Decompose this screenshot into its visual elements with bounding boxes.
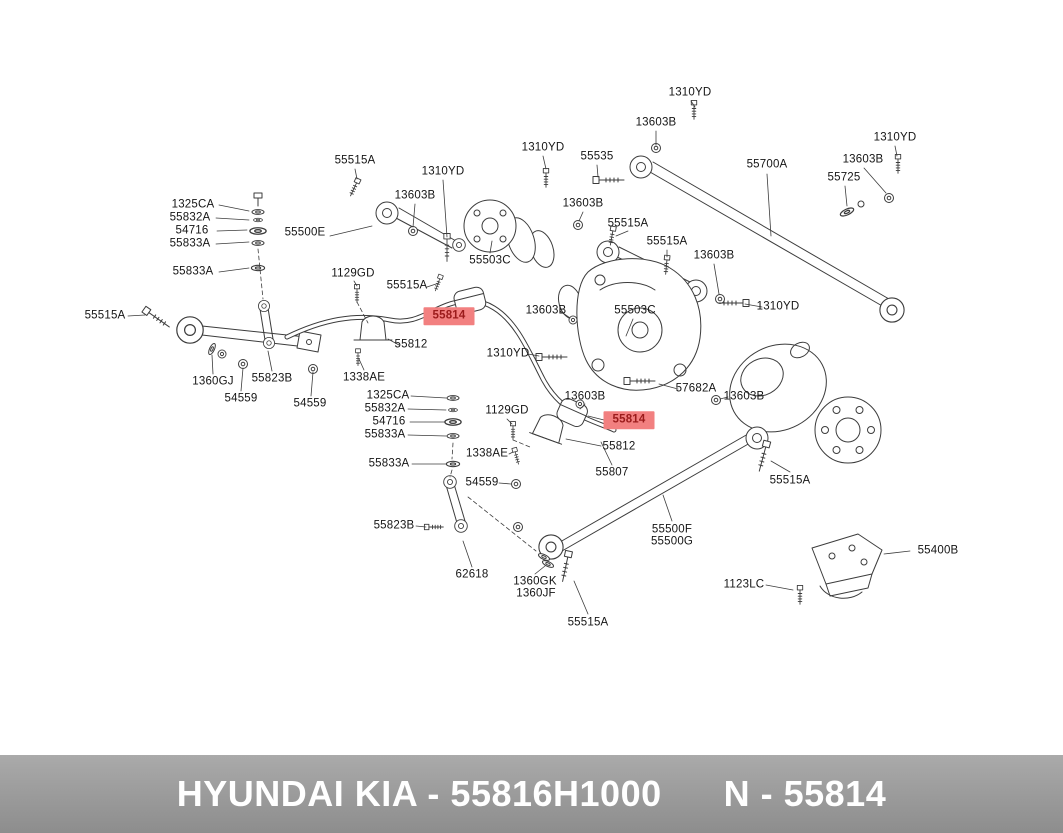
part-label: 1129GD	[485, 404, 529, 417]
part-label: 1360JF	[516, 587, 556, 600]
part-label: 55515A	[386, 279, 428, 292]
footer-part-number: N - 55814	[723, 773, 887, 814]
carrier-55503c-upper	[463, 199, 555, 268]
leader-lines	[127, 100, 911, 615]
part-label: 1310YD	[756, 300, 800, 313]
part-label: 55515A	[607, 217, 649, 230]
part-label: 55515A	[646, 235, 688, 248]
highlighted-part-label: 55814	[603, 411, 655, 429]
part-label: 1325CA	[171, 198, 215, 211]
part-label: 55503C	[469, 254, 511, 267]
part-label: 13603B	[842, 153, 884, 166]
footer-bar: HYUNDAI KIA - 55816H1000 N - 55814	[0, 755, 1063, 833]
part-label: 55833A	[364, 428, 406, 441]
bracket-55400b	[811, 533, 883, 599]
part-label: 55515A	[84, 309, 126, 322]
part-label: 55515A	[334, 154, 376, 167]
part-label: 55812	[394, 338, 428, 351]
part-label: 55725	[827, 171, 861, 184]
part-label: 55832A	[364, 402, 406, 415]
part-label: 1360GJ	[192, 375, 234, 388]
part-label: 1310YD	[668, 86, 712, 99]
part-label: 13603B	[525, 304, 567, 317]
part-label: 55700A	[746, 158, 788, 171]
exploded-parts-diagram	[127, 99, 911, 615]
part-label: 55823B	[251, 372, 293, 385]
part-label: 54716	[175, 224, 209, 237]
lower-arm-55500f	[538, 426, 769, 560]
part-label: 13603B	[562, 197, 604, 210]
part-label: 1129GD	[331, 267, 375, 280]
part-label: 1310YD	[521, 141, 565, 154]
part-label: 13603B	[723, 390, 765, 403]
part-label: 55807	[595, 466, 629, 479]
part-label: 55500G	[650, 535, 694, 548]
part-label: 62618	[455, 568, 489, 581]
part-label: 55832A	[169, 211, 211, 224]
part-label: 55823B	[373, 519, 415, 532]
dashed-guides	[257, 248, 537, 552]
part-label: 13603B	[564, 390, 606, 403]
footer-brand-part-code: HYUNDAI KIA - 55816H1000	[176, 773, 662, 814]
part-label: 1338AE	[465, 447, 509, 460]
part-label: 54559	[293, 397, 327, 410]
part-label: 55833A	[172, 265, 214, 278]
part-label: 55503C	[614, 304, 656, 317]
part-label: 55515A	[769, 474, 811, 487]
part-label: 1360GK	[513, 575, 557, 588]
part-label: 55500F	[651, 523, 693, 536]
part-label: 1123LC	[723, 578, 765, 591]
part-label: 55535	[580, 150, 614, 163]
part-label: 1310YD	[421, 165, 465, 178]
highlighted-part-label: 55814	[423, 307, 475, 325]
hardware-fasteners	[141, 99, 902, 605]
axle-housing-right	[729, 341, 882, 464]
part-label: 13603B	[394, 189, 436, 202]
part-label: 54559	[465, 476, 499, 489]
stabilizer-link-55823b	[257, 299, 276, 350]
part-label: 1325CA	[366, 389, 410, 402]
part-label: 55400B	[917, 544, 959, 557]
part-label: 1310YD	[486, 347, 530, 360]
part-label: 1310YD	[873, 131, 917, 144]
part-label: 1338AE	[342, 371, 386, 384]
part-labels-layer: 1310YD 13603B 1310YD 13603B 55725 55700A 55535…	[84, 86, 959, 629]
part-label: 54559	[224, 392, 258, 405]
part-label: 55812	[602, 440, 636, 453]
part-label: 57682A	[675, 382, 717, 395]
part-label: 55833A	[368, 457, 410, 470]
stabilizer-bracket-55812-rear	[529, 414, 564, 445]
part-label: 13603B	[635, 116, 677, 129]
stabilizer-bracket-55812-front	[353, 315, 393, 341]
part-label: 55515A	[567, 616, 609, 629]
part-label: 13603B	[693, 249, 735, 262]
part-label: 55500E	[284, 226, 326, 239]
part-label: 54716	[372, 415, 406, 428]
part-label: 55833A	[169, 237, 211, 250]
stabilizer-link-62618	[443, 475, 468, 533]
